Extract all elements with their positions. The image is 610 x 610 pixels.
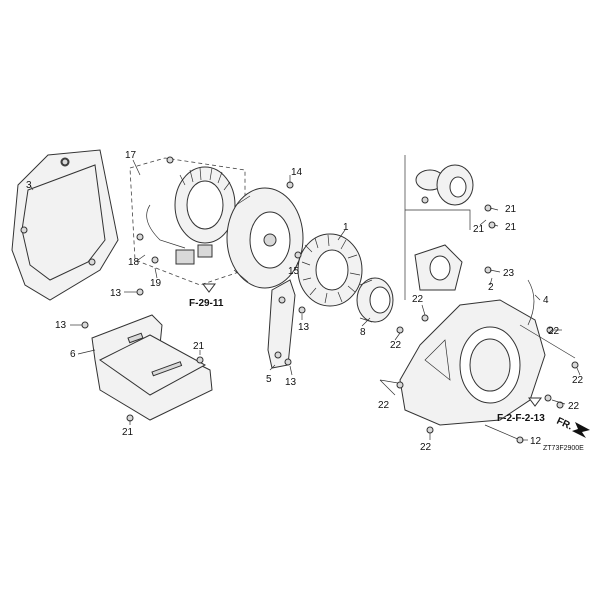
callout-2: 2 [488, 282, 494, 293]
long-bolt [484, 424, 521, 441]
callout-21a: 21 [193, 341, 205, 352]
cover-strip [267, 279, 296, 369]
flywheel-rotor [226, 187, 304, 289]
starter-pulley [356, 277, 394, 323]
callout-5: 5 [266, 374, 272, 385]
leader-lines [29, 159, 581, 441]
callout-8: 8 [360, 327, 366, 338]
callout-22c: 22 [548, 326, 560, 337]
callout-22g: 22 [420, 442, 432, 453]
mounting-bracket [91, 314, 213, 421]
callout-3: 3 [26, 180, 32, 191]
callout-12: 12 [530, 436, 542, 447]
front-arrow-icon [572, 422, 590, 438]
reference-f29-11: F-29-11 [189, 298, 224, 309]
callout-14: 14 [291, 167, 303, 178]
callout-19: 19 [150, 278, 162, 289]
drawing-code: ZT73F2900E [543, 445, 584, 452]
callout-22e: 22 [378, 400, 390, 411]
callout-22f: 22 [568, 401, 580, 412]
callout-21d: 21 [473, 224, 485, 235]
callout-17: 17 [125, 150, 137, 161]
cooling-fan [297, 233, 363, 307]
reference-arrow-f29 [202, 283, 216, 293]
callout-13d: 13 [285, 377, 297, 388]
stator-assembly [129, 157, 246, 286]
callout-15: 15 [288, 266, 300, 277]
callout-22a: 22 [412, 294, 424, 305]
callout-22d: 22 [572, 375, 584, 386]
callout-13b: 13 [55, 320, 67, 331]
reference-f2-13: F-2-F-2-13 [497, 413, 545, 424]
breather-tube [527, 279, 535, 326]
callout-21c: 21 [505, 204, 517, 215]
callout-13c: 13 [298, 322, 310, 333]
callout-21e: 21 [505, 222, 517, 233]
side-cover-panel [11, 149, 119, 301]
callout-18: 18 [128, 257, 140, 268]
inset-box [404, 155, 474, 300]
callout-23: 23 [503, 268, 515, 279]
callout-21b: 21 [122, 427, 134, 438]
front-marker: FR. [555, 416, 574, 433]
callout-22b: 22 [390, 340, 402, 351]
reference-arrow-f2 [528, 397, 542, 407]
callout-6: 6 [70, 349, 76, 360]
support-rod [519, 324, 576, 359]
callout-1: 1 [343, 222, 349, 233]
callout-4: 4 [543, 295, 549, 306]
callout-13a: 13 [110, 288, 122, 299]
fan-housing [399, 299, 546, 426]
